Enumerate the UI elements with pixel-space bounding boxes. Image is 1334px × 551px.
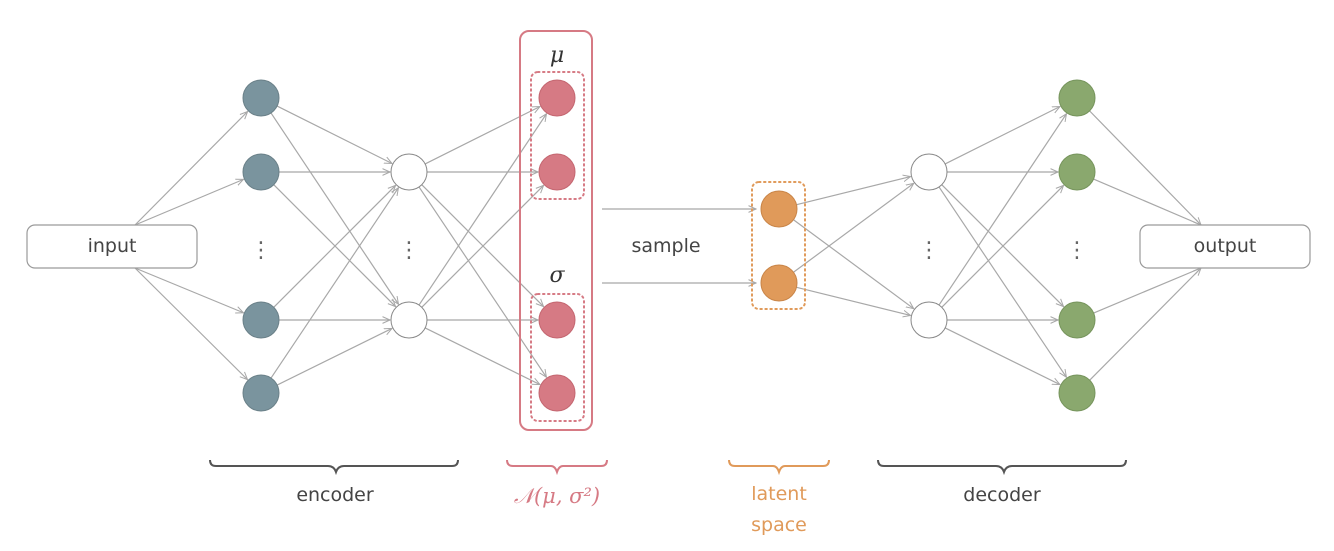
output-label: output: [1194, 235, 1257, 257]
decoder-output-node: [1058, 79, 1096, 117]
edge-encoder: [273, 185, 396, 308]
latent-label-line2: space: [751, 514, 807, 536]
encoder-label: encoder: [296, 484, 374, 506]
edge-latent-to-decoder: [796, 177, 910, 206]
edge-input-to-encoder: [134, 267, 243, 313]
decoder-hidden-node: [910, 301, 948, 339]
edge-decoder: [944, 106, 1060, 165]
sigma-node: [538, 301, 576, 339]
edge-latent-to-decoder: [793, 183, 913, 273]
distribution-brace: [506, 459, 608, 476]
edge-encoder-to-distribution: [424, 327, 540, 385]
encoder-node: [242, 301, 280, 339]
edge-encoder: [276, 328, 392, 386]
decoder-output-node: [1058, 301, 1096, 339]
edge-decoder-to-output: [1089, 110, 1201, 225]
edge-decoder: [938, 186, 1066, 377]
decoder-hidden-node: [910, 153, 948, 191]
edge-input-to-encoder: [134, 111, 248, 226]
edge-decoder: [941, 185, 1064, 308]
mu-node: [538, 153, 576, 191]
edge-decoder: [938, 114, 1066, 306]
decoder-label: decoder: [963, 484, 1041, 506]
distribution-box: [519, 30, 593, 431]
latent-label-line1: latent: [751, 483, 807, 505]
ellipsis-encoder-2: ⋮: [398, 238, 420, 263]
mu-node: [538, 79, 576, 117]
encoder-node: [242, 153, 280, 191]
input-box: [26, 224, 198, 269]
latent-node: [760, 264, 798, 302]
ellipsis-decoder-1: ⋮: [918, 238, 940, 263]
encoder-node: [242, 374, 280, 412]
edge-encoder-to-distribution: [424, 106, 540, 165]
decoder-output-node: [1058, 153, 1096, 191]
edge-encoder-to-distribution: [418, 186, 546, 377]
edge-input-to-encoder: [134, 179, 243, 226]
output-box: [1139, 224, 1311, 269]
edge-input-to-encoder: [134, 267, 248, 380]
ellipsis-encoder-1: ⋮: [250, 238, 272, 263]
decoder-brace: [877, 459, 1127, 476]
latent-node: [760, 190, 798, 228]
edge-decoder-to-output: [1089, 268, 1201, 381]
encoder-node: [242, 79, 280, 117]
sigma-node: [538, 374, 576, 412]
ellipsis-decoder-2: ⋮: [1066, 238, 1088, 263]
edges: [134, 105, 1201, 386]
latent-brace: [728, 459, 830, 476]
mu-group-box: [530, 71, 585, 200]
edge-encoder: [276, 105, 392, 163]
edge-latent-to-decoder: [793, 219, 913, 309]
edge-decoder: [944, 327, 1060, 385]
edge-latent-to-decoder: [796, 286, 910, 315]
edge-encoder: [270, 188, 398, 379]
latent-group-box: [751, 181, 806, 310]
sample-label: sample: [631, 235, 700, 257]
encoder-hidden-node: [390, 153, 428, 191]
encoder-brace: [209, 459, 459, 476]
edge-decoder-to-output: [1093, 178, 1201, 225]
edge-decoder-to-output: [1093, 268, 1201, 314]
edge-encoder-to-distribution: [421, 185, 544, 308]
decoder-output-node: [1058, 374, 1096, 412]
sigma-group-box: [530, 293, 585, 422]
distribution-label: 𝒩(μ, σ²): [514, 484, 600, 508]
mu-symbol: μ: [550, 43, 564, 68]
edge-encoder: [270, 112, 398, 304]
edge-encoder-to-distribution: [418, 114, 546, 306]
encoder-hidden-node: [390, 301, 428, 339]
sigma-symbol: σ: [549, 263, 565, 288]
input-label: input: [88, 235, 137, 257]
nodes: [242, 79, 1096, 412]
